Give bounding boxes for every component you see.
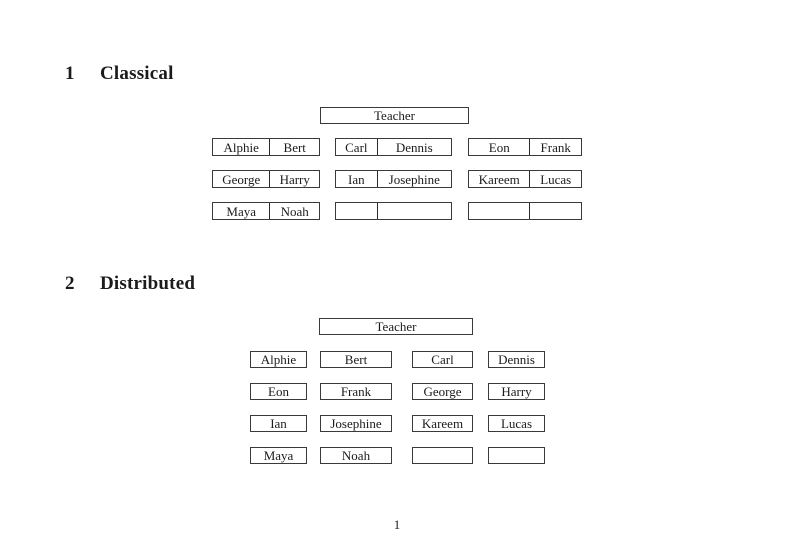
section-heading-distributed: 2 Distributed	[65, 274, 195, 293]
seat: Carl	[336, 139, 378, 155]
desk: Alphie	[250, 351, 307, 368]
desk: Kareem	[412, 415, 473, 432]
seat: Bert	[283, 139, 306, 155]
desk: Carl	[412, 351, 473, 368]
desk-empty	[468, 202, 582, 220]
desk: Maya Noah	[212, 202, 320, 220]
section-heading-classical: 1 Classical	[65, 64, 174, 83]
desk: Harry	[488, 383, 545, 400]
section-number: 2	[65, 273, 75, 294]
desk-empty	[335, 202, 452, 220]
section-number: 1	[65, 63, 75, 84]
seat: Frank	[540, 139, 571, 155]
seat: Ian	[336, 171, 378, 187]
seat: Eon	[469, 139, 531, 155]
teacher-label: Teacher	[374, 108, 415, 123]
seat: Lucas	[540, 171, 572, 187]
desk: George Harry	[212, 170, 320, 188]
desk: Kareem Lucas	[468, 170, 582, 188]
desk: Dennis	[488, 351, 545, 368]
desk: Eon Frank	[468, 138, 582, 156]
seat-empty	[469, 203, 531, 219]
section-title: Classical	[100, 63, 174, 84]
desk: Alphie Bert	[212, 138, 320, 156]
seat-empty	[378, 203, 451, 219]
seat-empty	[336, 203, 378, 219]
desk: Noah	[320, 447, 392, 464]
teacher-label: Teacher	[375, 319, 417, 334]
seat: George	[213, 171, 271, 187]
desk: Eon	[250, 383, 307, 400]
seat: Maya	[213, 203, 271, 219]
desk: Frank	[320, 383, 392, 400]
desk: Lucas	[488, 415, 545, 432]
page-number: 1	[393, 517, 401, 532]
desk: Carl Dennis	[335, 138, 452, 156]
section-title: Distributed	[100, 273, 196, 294]
seat-empty	[530, 203, 581, 219]
desk: George	[412, 383, 473, 400]
seat: Noah	[280, 203, 309, 219]
desk: Ian Josephine	[335, 170, 452, 188]
seat: Kareem	[469, 171, 531, 187]
seat: Harry	[279, 171, 310, 187]
seat: Dennis	[395, 139, 433, 155]
desk-empty	[412, 447, 473, 464]
desk: Ian	[250, 415, 307, 432]
teacher-desk-distributed: Teacher	[319, 318, 473, 335]
teacher-desk-classical: Teacher	[320, 107, 469, 124]
desk: Maya	[250, 447, 307, 464]
desk-empty	[488, 447, 545, 464]
seat: Josephine	[388, 171, 440, 187]
desk: Josephine	[320, 415, 392, 432]
desk: Bert	[320, 351, 392, 368]
seat: Alphie	[213, 139, 271, 155]
